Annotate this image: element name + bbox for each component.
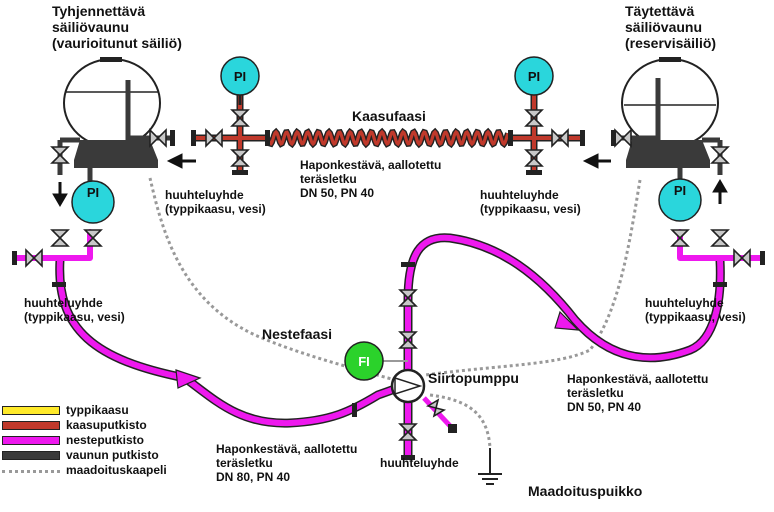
pressure-gauge: PI bbox=[514, 56, 554, 96]
direction-arrows bbox=[52, 153, 728, 207]
legend-label: vaunun putkisto bbox=[66, 448, 159, 462]
svg-text:PI: PI bbox=[674, 183, 686, 198]
valve bbox=[230, 109, 250, 127]
ground-rod bbox=[478, 448, 502, 485]
valve bbox=[398, 331, 418, 349]
legend-swatch bbox=[2, 470, 60, 473]
valve bbox=[50, 229, 70, 247]
legend-swatch bbox=[2, 421, 60, 430]
valve bbox=[398, 423, 418, 441]
valve bbox=[524, 149, 544, 167]
valve bbox=[205, 128, 223, 148]
legend-label: nesteputkisto bbox=[66, 433, 145, 447]
svg-text:PI: PI bbox=[87, 185, 99, 200]
svg-text:FI: FI bbox=[358, 354, 370, 369]
valve bbox=[551, 128, 569, 148]
legend-swatch bbox=[2, 406, 60, 415]
liquid-phase-label: Nestefaasi bbox=[262, 326, 333, 342]
valve bbox=[230, 149, 250, 167]
legend-label: maadoituskaapeli bbox=[66, 463, 167, 477]
legend-label: typpikaasu bbox=[66, 403, 129, 417]
pressure-gauge: PI bbox=[658, 178, 702, 222]
ground-rod-label: Maadoituspuikko bbox=[528, 483, 643, 499]
valve bbox=[149, 128, 167, 148]
pressure-gauge: PI bbox=[71, 180, 115, 224]
purge-connection-right-bottom: huuhteluyhde (typpikaasu, vesi) bbox=[645, 296, 746, 324]
pump-label: Siirtopumppu bbox=[428, 370, 519, 386]
svg-text:PI: PI bbox=[234, 69, 246, 84]
gas-phase-label: Kaasufaasi bbox=[352, 108, 426, 124]
valve-group bbox=[25, 109, 751, 441]
right-tank-car bbox=[612, 57, 723, 182]
flow-arrow-left bbox=[175, 369, 202, 389]
gas-pipe-spec: Haponkestävä, aallotettu teräsletku DN 5… bbox=[300, 158, 442, 200]
flow-arrow-right bbox=[554, 310, 580, 331]
valve bbox=[710, 146, 730, 164]
valve bbox=[524, 109, 544, 127]
valve bbox=[710, 229, 730, 247]
transfer-pump bbox=[390, 368, 457, 433]
pressure-gauge: PI bbox=[220, 56, 260, 105]
liquid-piping bbox=[55, 233, 725, 460]
legend-label: kaasuputkisto bbox=[66, 418, 147, 432]
valve bbox=[670, 229, 690, 247]
right-tank-title: Täytettävä säiliövaunu (reservisäiliö) bbox=[625, 3, 717, 51]
legend-swatch bbox=[2, 436, 60, 445]
valve bbox=[425, 398, 447, 418]
valve bbox=[50, 146, 70, 164]
flow-meter: FI bbox=[344, 341, 408, 381]
purge-connection-left-top: huuhteluyhde (typpikaasu, vesi) bbox=[165, 188, 266, 216]
valve bbox=[614, 128, 632, 148]
gas-corrugated-hose bbox=[265, 127, 511, 149]
liquid-pipe-left-spec: Haponkestävä, aallotettu teräsletku DN 8… bbox=[216, 442, 358, 484]
valve bbox=[398, 289, 418, 307]
purge-connection-right-top: huuhteluyhde (typpikaasu, vesi) bbox=[480, 188, 581, 216]
svg-text:PI: PI bbox=[528, 69, 540, 84]
left-tank-title: Tyhjennettävä säiliövaunu (vaurioitunut … bbox=[52, 3, 182, 51]
left-tank-car bbox=[57, 57, 175, 182]
valve bbox=[25, 248, 43, 268]
pipe-flanges bbox=[12, 130, 765, 460]
pump-purge-connection: huuhteluyhde bbox=[380, 456, 459, 470]
valve bbox=[733, 248, 751, 268]
liquid-pipe-right-spec: Haponkestävä, aallotettu teräsletku DN 5… bbox=[567, 372, 709, 414]
purge-connection-left-bottom: huuhteluyhde (typpikaasu, vesi) bbox=[24, 296, 125, 324]
valve bbox=[83, 229, 103, 247]
legend-swatch bbox=[2, 451, 60, 460]
